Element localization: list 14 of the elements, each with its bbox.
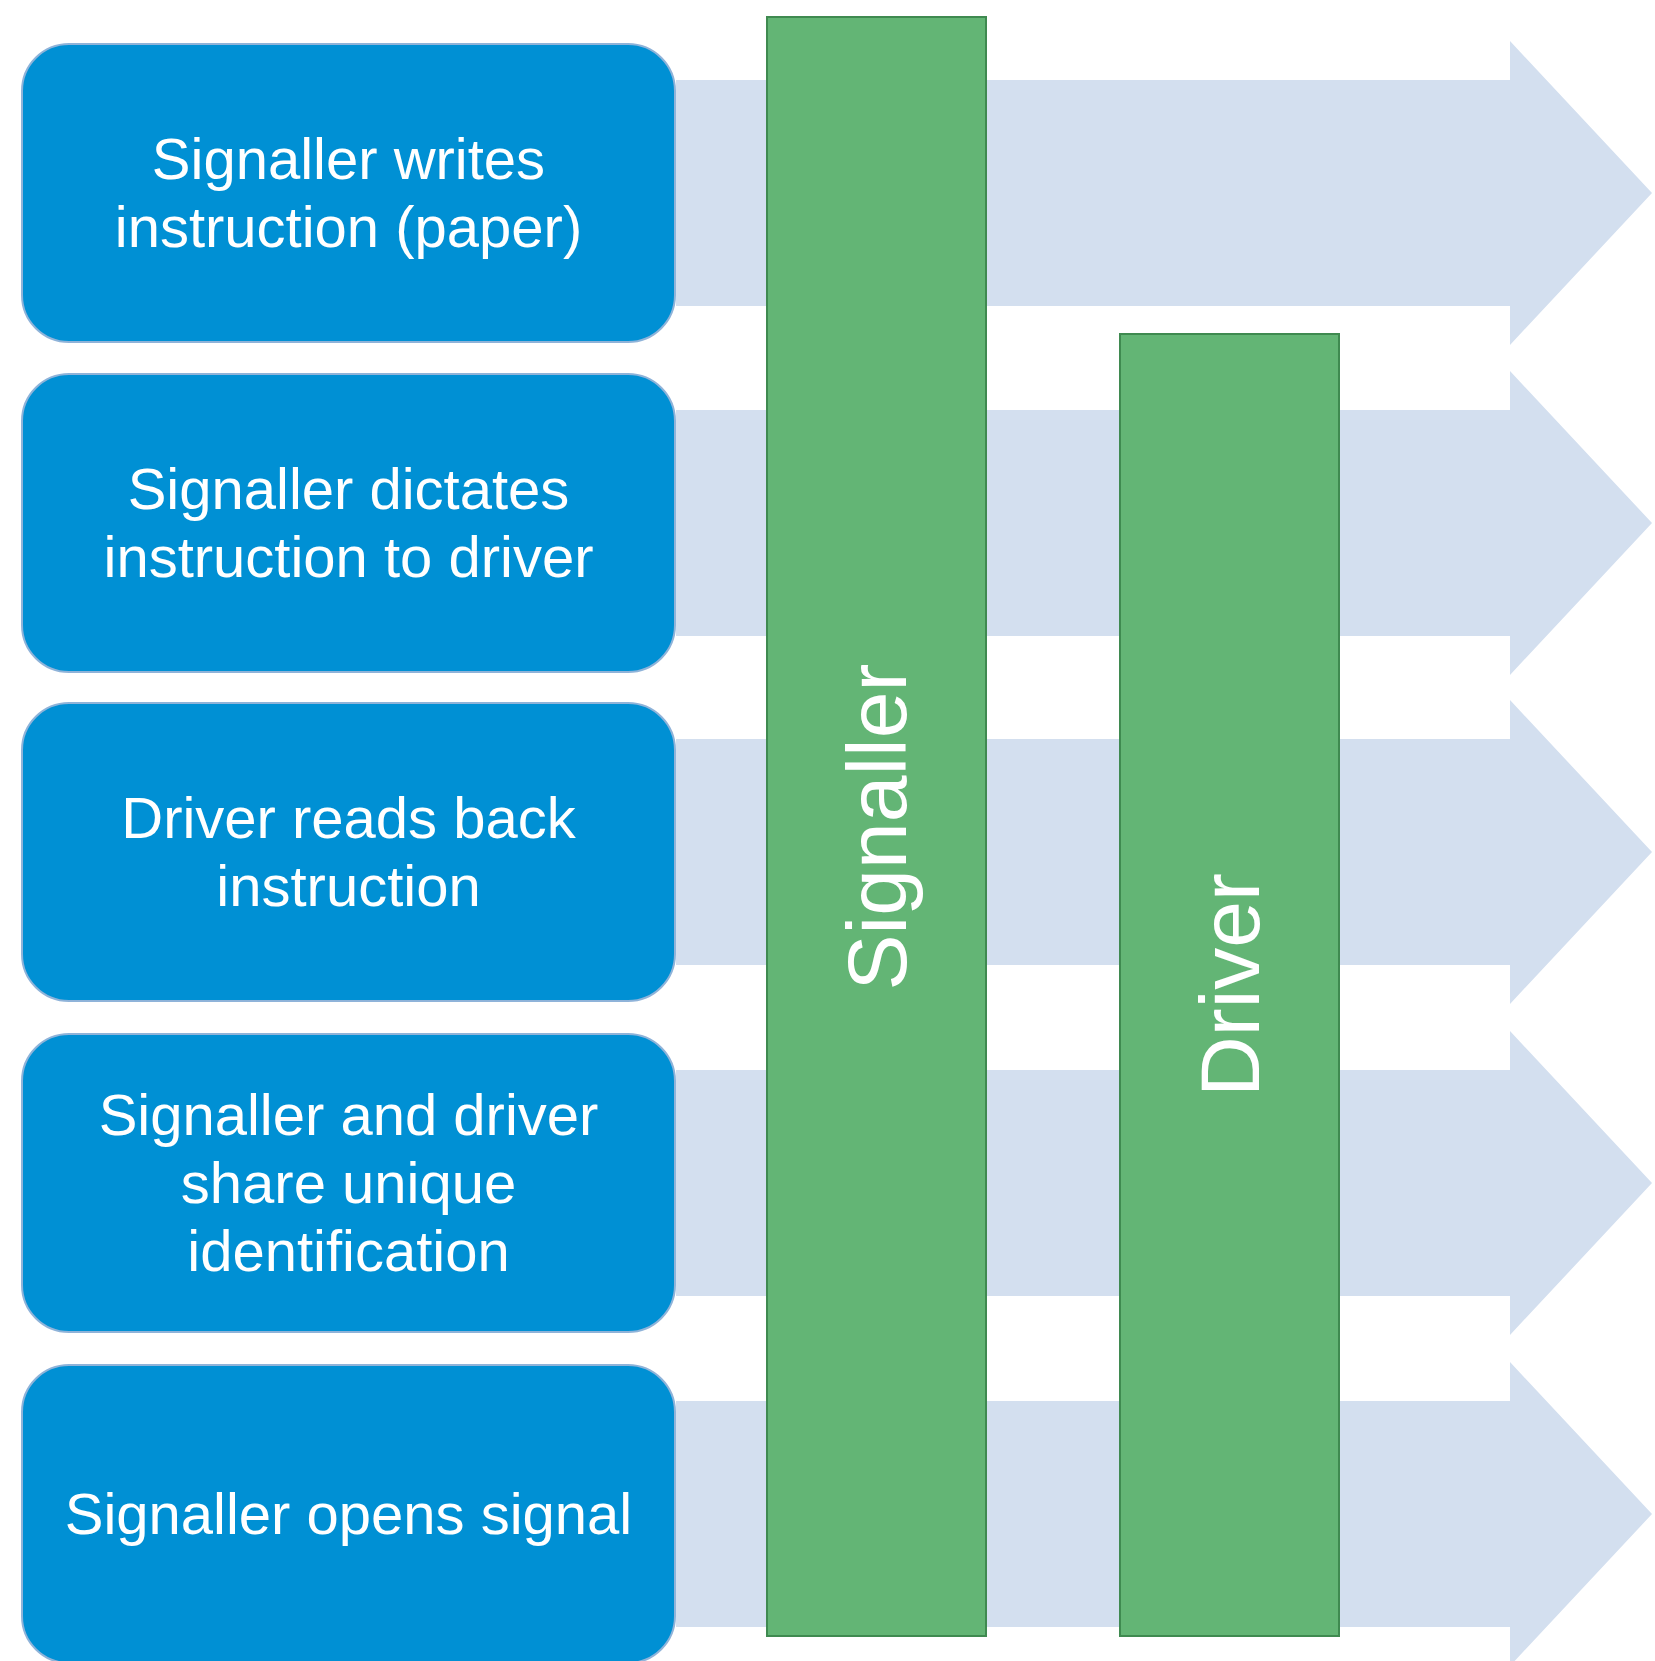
step-box: [21, 1364, 676, 1661]
step-box: [21, 43, 676, 343]
role-label: Driver: [1181, 873, 1277, 1097]
role-bar: [766, 16, 987, 1637]
step-text: Signaller and driver share unique identification: [97, 1081, 600, 1285]
step-box: [21, 1033, 676, 1333]
step-text: Signaller opens signal: [63, 1480, 634, 1548]
step-text: Signaller writes instruction (paper): [113, 125, 584, 261]
step-box: [21, 702, 676, 1002]
step-text: Driver reads back instruction: [120, 784, 577, 920]
role-bar: [1119, 333, 1340, 1637]
role-label: Signaller: [828, 663, 924, 990]
step-box: [21, 373, 676, 673]
step-text: Signaller dictates instruction to driver: [102, 455, 595, 591]
